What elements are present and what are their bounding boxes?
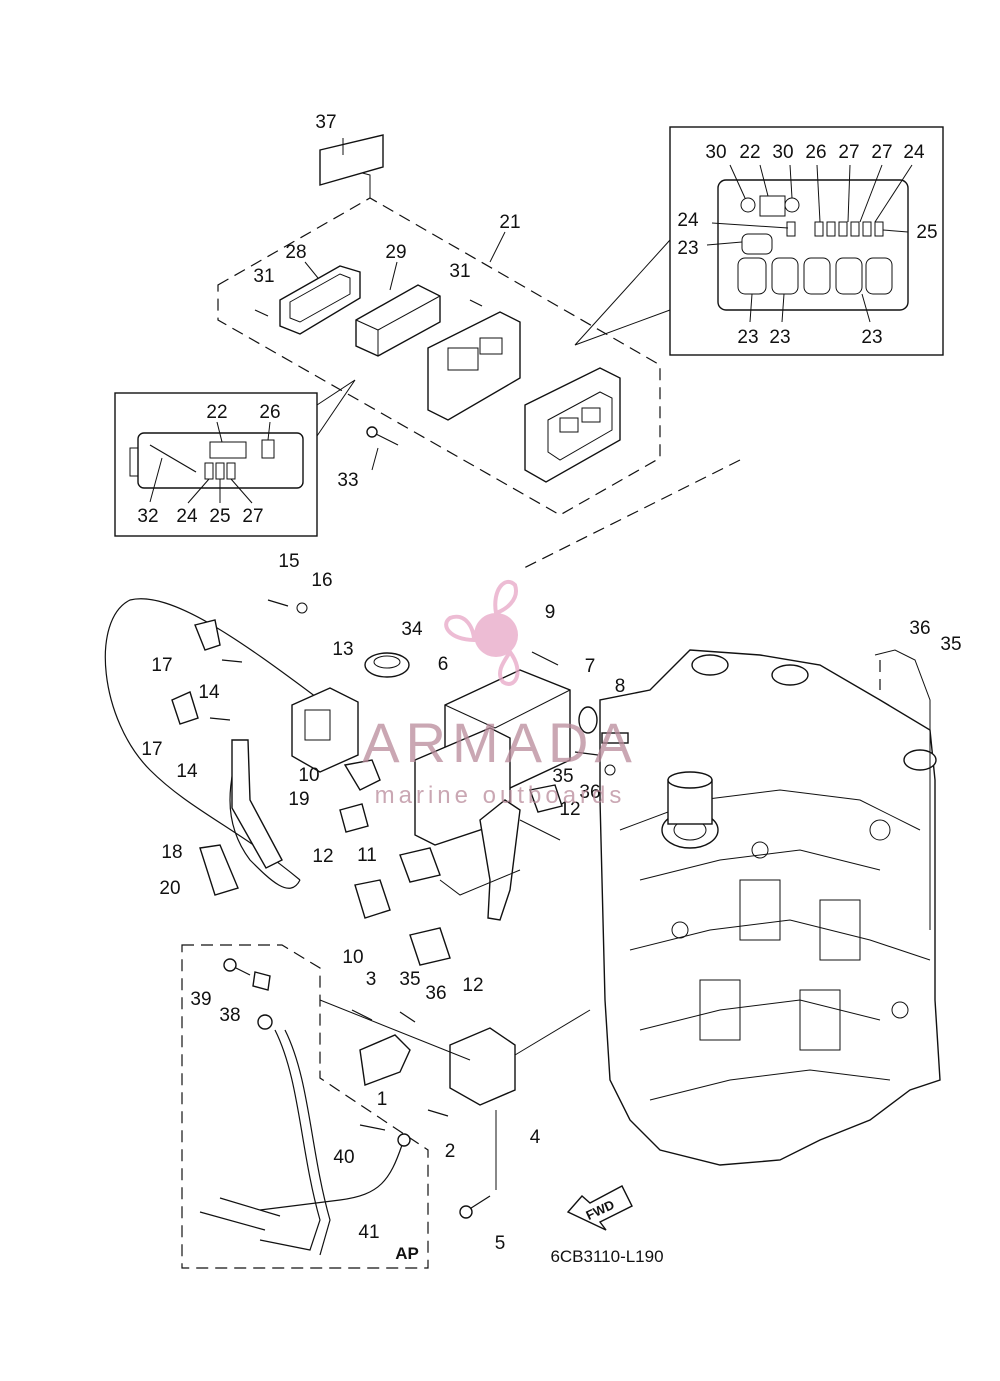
callout-31: 31: [253, 266, 274, 287]
fwd-arrow-icon: FWD: [566, 1185, 633, 1231]
inset-right-bottom-label: 23: [737, 327, 758, 348]
callout-9: 9: [545, 602, 556, 623]
callout-12: 12: [462, 975, 483, 996]
callout-20: 20: [159, 878, 180, 899]
callout-3: 3: [366, 969, 377, 990]
inset-left-bottom-label: 24: [176, 506, 198, 527]
inset-right-top-label: 26: [805, 142, 826, 163]
mid-assembly: [104, 598, 629, 966]
inset-left-bottom-label: 25: [209, 506, 230, 527]
callout-31: 31: [449, 261, 470, 282]
ecu-group: [217, 134, 741, 571]
callout-14: 14: [176, 761, 198, 782]
callout-28: 28: [285, 242, 306, 263]
callout-35: 35: [940, 634, 961, 655]
callout-1: 1: [377, 1089, 388, 1110]
callout-16: 16: [311, 570, 332, 591]
callout-17: 17: [141, 739, 162, 760]
callout-35: 35: [399, 969, 420, 990]
callout-19: 19: [288, 789, 309, 810]
callout-14: 14: [198, 682, 220, 703]
callout-4: 4: [530, 1127, 541, 1148]
inset-left: 22 26 32 24 25 27: [114, 379, 356, 537]
watermark-brand: ARMADA: [362, 711, 638, 774]
inset-right-top-label: 30: [772, 142, 793, 163]
inset-right-bottom-label: 23: [769, 327, 790, 348]
callout-7: 7: [585, 656, 596, 677]
callout-29: 29: [385, 242, 406, 263]
callout-39: 39: [190, 989, 211, 1010]
inset-right-top-label: 27: [838, 142, 859, 163]
watermark-logo-icon: [444, 579, 520, 686]
callout-35: 35: [552, 766, 573, 787]
callout-12: 12: [559, 799, 580, 820]
ap-group: [181, 944, 591, 1269]
callout-17: 17: [151, 655, 172, 676]
callout-40: 40: [333, 1147, 354, 1168]
inset-right-top-label: 27: [871, 142, 892, 163]
callout-15: 15: [278, 551, 299, 572]
callout-36: 36: [425, 983, 446, 1004]
callout-8: 8: [615, 676, 626, 697]
callout-36: 36: [909, 618, 930, 639]
callout-34: 34: [401, 619, 423, 640]
callout-41: 41: [358, 1222, 379, 1243]
inset-right-top-label: 30: [705, 142, 726, 163]
callout-18: 18: [161, 842, 182, 863]
inset-right-top-label: 22: [739, 142, 760, 163]
callout-38: 38: [219, 1005, 240, 1026]
inset-right-bottom-label: 23: [861, 327, 882, 348]
inset-right-label-25: 25: [916, 222, 937, 243]
inset-left-top-label: 22: [206, 402, 227, 423]
callout-10: 10: [298, 765, 319, 786]
inset-right-label-24: 24: [677, 210, 699, 231]
callout-12: 12: [312, 846, 333, 867]
inset-left-bottom-label: 27: [242, 506, 263, 527]
callout-5: 5: [495, 1233, 506, 1254]
callout-11: 11: [357, 845, 377, 866]
ap-label: AP: [395, 1244, 419, 1263]
callout-36: 36: [579, 782, 600, 803]
diagram-code: 6CB3110-L190: [550, 1247, 663, 1266]
callout-13: 13: [332, 639, 353, 660]
callout-6: 6: [438, 654, 449, 675]
watermark-tagline: marine outboards: [375, 782, 626, 809]
callout-10: 10: [342, 947, 363, 968]
engine-block: [599, 649, 941, 1166]
inset-left-top-label: 26: [259, 402, 280, 423]
inset-right-label-23: 23: [677, 238, 698, 259]
callout-37: 37: [315, 112, 336, 133]
callout-2: 2: [445, 1141, 456, 1162]
inset-right-top-label: 24: [903, 142, 925, 163]
callouts: 37 21 28 29 31 31 33 15 16 9 34 13 17 6 …: [141, 112, 961, 1254]
callout-21: 21: [499, 212, 520, 233]
callout-33: 33: [337, 470, 358, 491]
inset-right: 30 22 30 26 27 27 24 24 23 25 23 23 23: [574, 126, 944, 356]
inset-left-bottom-label: 32: [137, 506, 158, 527]
